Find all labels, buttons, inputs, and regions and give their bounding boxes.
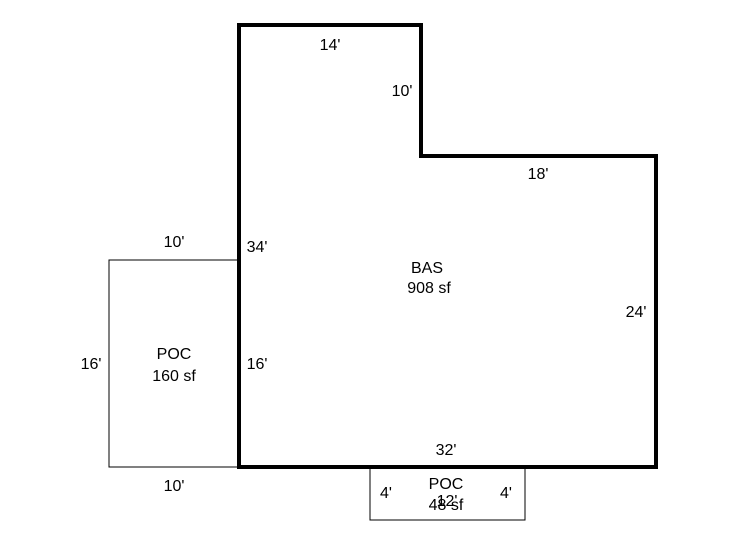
bas-outline <box>237 23 658 469</box>
poc-left-code-label: POC <box>157 346 192 363</box>
poc-bottom-outline <box>369 467 526 521</box>
poc-bottom-code-label: POC <box>429 476 464 493</box>
bas-dim-notch-right: 10' <box>392 83 413 100</box>
poc-left-dim-bottom: 10' <box>164 478 185 495</box>
bas-dim-notch-top: 18' <box>528 166 549 183</box>
bas-code-label: BAS <box>411 260 443 277</box>
poc-left-dim-right: 16' <box>247 356 268 373</box>
bas-dim-right: 24' <box>626 304 647 321</box>
poc-bottom-dim-right: 4' <box>500 485 512 502</box>
bas-dim-left: 34' <box>247 239 268 256</box>
poc-left-outline <box>108 259 239 468</box>
poc-left-area-label: 160 sf <box>152 368 196 385</box>
poc-left-dim-left: 16' <box>81 356 102 373</box>
poc-bottom-dim-left: 4' <box>380 485 392 502</box>
bas-dim-top: 14' <box>320 37 341 54</box>
poc-bottom-area-label: 48 sf <box>429 497 464 514</box>
bas-dim-bottom: 32' <box>436 442 457 459</box>
poc-left-dim-top: 10' <box>164 234 185 251</box>
poc-bottom-dim-center: 12' <box>437 493 458 510</box>
bas-area-label: 908 sf <box>407 280 451 297</box>
